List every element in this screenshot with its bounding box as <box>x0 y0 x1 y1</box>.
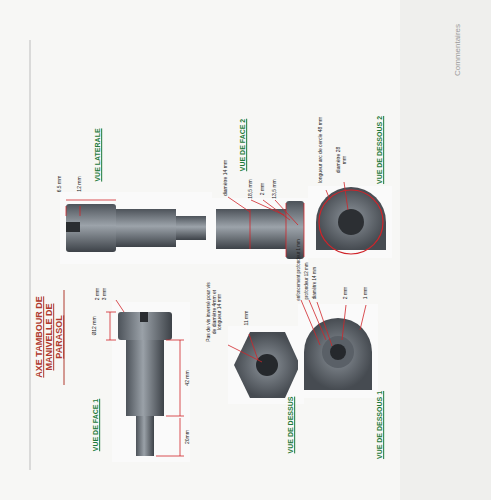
note: diamètre 14 mm <box>313 267 318 300</box>
view-heading: VUE DE FACE 2 <box>239 119 247 172</box>
dimension: 13,5 mm <box>272 179 278 198</box>
dimension: 12 mm <box>77 176 83 191</box>
dimension: 3 mm <box>102 288 108 301</box>
view-heading: VUE DE DESSOUS 2 <box>376 116 384 184</box>
sidebar-tab: Commentaires <box>454 24 463 76</box>
note: profondeur 12 mm <box>305 263 310 300</box>
dimension: Ø12 mm <box>92 316 98 335</box>
dimension: 1 mm <box>363 287 369 300</box>
view-heading: VUE DE DESSUS <box>287 397 295 454</box>
photo-face-1 <box>106 300 190 462</box>
page-title: AXE TAMBOUR DE MANIVELLE DE PARASOL <box>35 287 65 387</box>
dimension: longueur arc de cercle 48 mm <box>318 117 324 183</box>
view-heading: VUE DE DESSOUS 1 <box>376 391 384 459</box>
note: Pas de vis inversé pour vis de diamètre … <box>206 281 223 343</box>
photo-dessous-1 <box>298 300 378 398</box>
view-heading: VUE DE FACE 1 <box>92 399 100 452</box>
photo-dessus <box>228 326 304 404</box>
view-heading: VUE LATERALE <box>94 128 102 181</box>
dimension: 20mm <box>185 430 191 444</box>
dimension: 2 mm <box>95 288 101 301</box>
dimension: 42 mm <box>185 370 191 385</box>
photo-dessous-2 <box>308 182 392 258</box>
dimension: 18,5 mm <box>248 179 254 198</box>
photo-lateral <box>60 192 212 264</box>
dimension: 11 mm <box>244 311 250 326</box>
dimension: diamètre 28 mm <box>336 145 347 175</box>
photo-face-2 <box>212 197 308 264</box>
dimension: 6.5 mm <box>57 176 63 193</box>
note: enfoncement profondeur 1 mm <box>297 239 302 301</box>
dimension: diamètre 14 mm <box>223 160 229 196</box>
dimension: 2 mm <box>343 287 349 300</box>
dimension: 2 mm <box>260 183 266 196</box>
